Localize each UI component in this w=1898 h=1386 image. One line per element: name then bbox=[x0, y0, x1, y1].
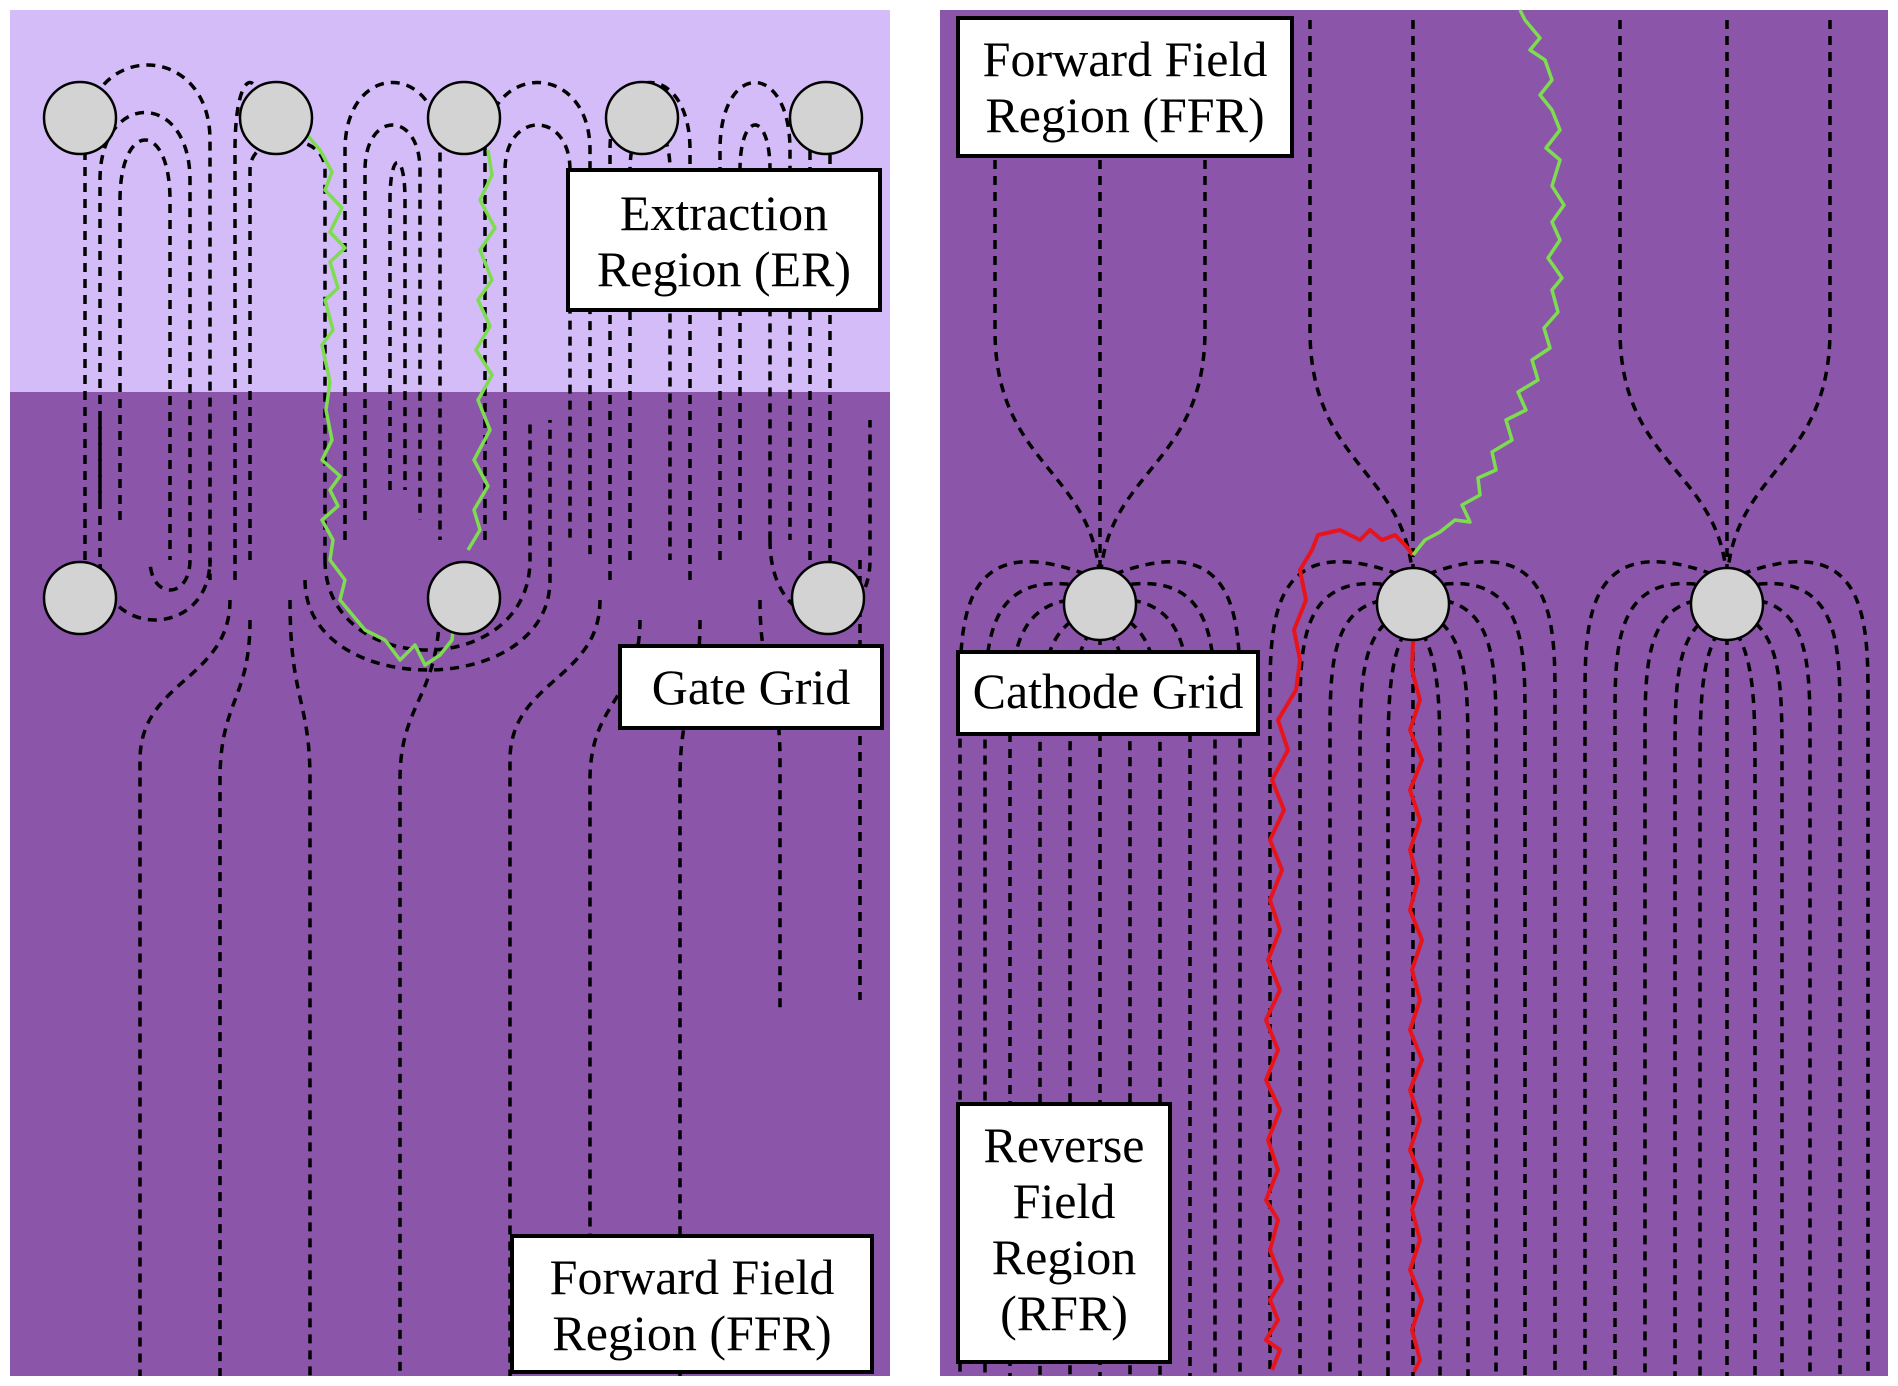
reverse-track-1 bbox=[1264, 528, 1415, 1371]
field-line bbox=[628, 123, 672, 560]
field-line bbox=[1725, 20, 1832, 591]
field-line bbox=[218, 619, 252, 1376]
label-box bbox=[510, 1234, 874, 1374]
extraction-wire bbox=[788, 80, 864, 156]
field-line bbox=[1099, 582, 1217, 1376]
field-line bbox=[1613, 582, 1728, 1376]
label-extraction-region: Extraction Region (ER) bbox=[566, 168, 882, 312]
left-panel: Extraction Region (ER) Gate Grid Forward… bbox=[10, 10, 890, 1376]
reverse-track-2 bbox=[1408, 639, 1424, 1373]
field-line bbox=[1583, 559, 1728, 1376]
extraction-wire bbox=[238, 80, 314, 156]
electron-track-left-2 bbox=[466, 149, 497, 551]
label-line: Reverse bbox=[983, 1117, 1144, 1173]
field-line bbox=[363, 123, 422, 520]
field-line bbox=[1412, 582, 1527, 1376]
label-line: (RFR) bbox=[1000, 1285, 1128, 1341]
field-line bbox=[303, 420, 552, 672]
field-line bbox=[98, 110, 192, 592]
field-line bbox=[323, 420, 532, 652]
field-line bbox=[1328, 597, 1414, 1376]
gate-wire bbox=[42, 560, 118, 636]
liquid-region-bg bbox=[10, 392, 890, 1376]
label-box bbox=[956, 16, 1294, 158]
extraction-wire bbox=[42, 80, 118, 156]
label-line: Region bbox=[992, 1229, 1136, 1285]
field-line bbox=[738, 123, 772, 540]
field-line bbox=[83, 63, 212, 580]
field-line bbox=[1412, 597, 1498, 1376]
field-line bbox=[768, 420, 872, 620]
field-line bbox=[1698, 618, 1729, 1376]
field-line bbox=[118, 138, 172, 560]
label-cathode-grid: Cathode Grid bbox=[956, 650, 1260, 736]
cathode-wire bbox=[1689, 566, 1765, 642]
field-line bbox=[983, 582, 1101, 1376]
field-line bbox=[388, 161, 407, 490]
field-line bbox=[1618, 20, 1729, 591]
extraction-wire bbox=[604, 80, 680, 156]
gate-wire bbox=[790, 560, 866, 636]
cathode-wire bbox=[1375, 566, 1451, 642]
field-line bbox=[1726, 597, 1812, 1376]
right-panel: Forward Field Region (FFR) Cathode Grid … bbox=[940, 9, 1888, 1376]
field-line bbox=[1412, 559, 1557, 1376]
label-box bbox=[566, 168, 882, 312]
label-line: Region (FFR) bbox=[552, 1305, 831, 1361]
field-line bbox=[1298, 582, 1414, 1376]
right-wires bbox=[1062, 566, 1765, 642]
label-box bbox=[956, 650, 1260, 736]
field-line bbox=[1726, 559, 1870, 1376]
label-line: Forward Field bbox=[550, 1249, 835, 1305]
field-line bbox=[483, 80, 592, 560]
label-reverse-field-region: Reverse Field Region (RFR) bbox=[956, 1102, 1172, 1364]
left-wires bbox=[42, 80, 866, 636]
label-forward-field-region-left: Forward Field Region (FFR) bbox=[510, 1234, 874, 1374]
electron-track-left-1 bbox=[306, 134, 464, 667]
label-line: Field bbox=[1013, 1173, 1116, 1229]
field-line bbox=[138, 599, 232, 1376]
label-box bbox=[618, 644, 884, 730]
field-line bbox=[398, 599, 442, 1376]
field-line bbox=[1726, 582, 1842, 1376]
gate-wire bbox=[426, 560, 502, 636]
label-gate-grid: Gate Grid bbox=[618, 644, 884, 730]
label-line: Gate Grid bbox=[652, 659, 851, 715]
label-line: Region (FFR) bbox=[985, 87, 1264, 143]
label-line: Extraction bbox=[620, 185, 828, 241]
label-line: Cathode Grid bbox=[973, 663, 1244, 719]
field-line bbox=[1411, 618, 1442, 1376]
field-line bbox=[1268, 559, 1414, 1376]
label-line: Forward Field bbox=[983, 31, 1268, 87]
field-line bbox=[98, 420, 212, 622]
field-line bbox=[508, 599, 602, 1376]
field-line bbox=[1386, 618, 1415, 1376]
label-line: Region (ER) bbox=[597, 241, 851, 297]
cathode-wire bbox=[1062, 566, 1138, 642]
extraction-wire bbox=[426, 80, 502, 156]
label-box bbox=[956, 1102, 1172, 1364]
label-forward-field-region-right: Forward Field Region (FFR) bbox=[956, 16, 1294, 158]
field-line bbox=[233, 81, 267, 580]
field-line bbox=[288, 599, 312, 1376]
electron-track-right bbox=[1411, 9, 1566, 557]
